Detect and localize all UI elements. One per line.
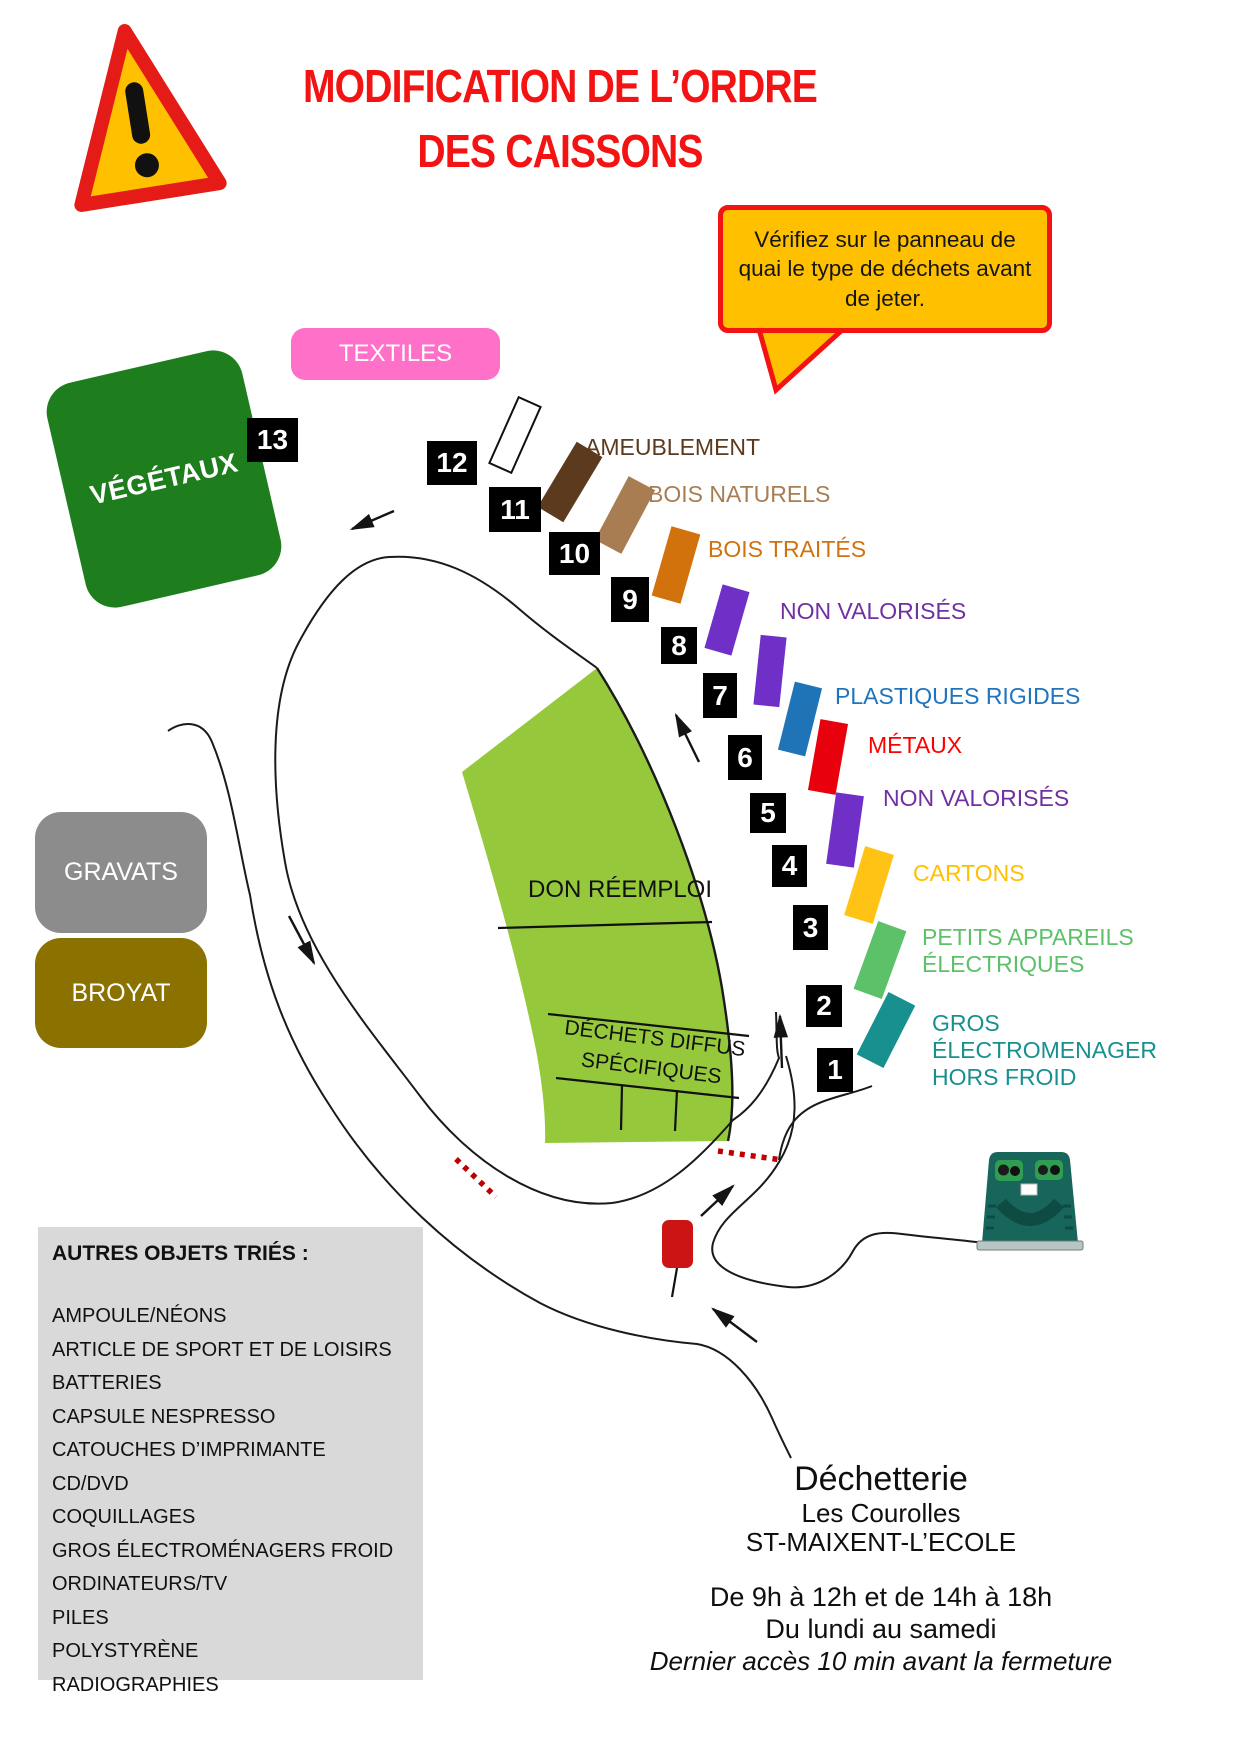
caisson-label-metaux: MÉTAUX bbox=[868, 732, 962, 759]
info-block: Déchetterie Les Courolles ST-MAIXENT-L’E… bbox=[556, 1460, 1206, 1677]
direction-arrows bbox=[287, 509, 789, 1343]
barrier-sign bbox=[662, 1220, 693, 1298]
quai-number-11: 11 bbox=[489, 487, 541, 532]
quai-exit-curve bbox=[778, 1085, 873, 1161]
platform-band bbox=[462, 668, 733, 1143]
caisson-label-line: BOIS NATURELS bbox=[648, 481, 831, 507]
list-item: ARTICLE DE SPORT ET DE LOISIRS bbox=[52, 1338, 392, 1361]
zone-don-reemploi-label: DON RÉEMPLOI bbox=[500, 876, 740, 904]
list-item: BATTERIES bbox=[52, 1372, 162, 1394]
list-item: CATOUCHES D’IMPRIMANTE bbox=[52, 1439, 326, 1461]
spacer bbox=[556, 1556, 1206, 1582]
facility-city: ST-MAIXENT-L’ECOLE bbox=[745, 1526, 1017, 1557]
zone-gravats: GRAVATS bbox=[35, 812, 207, 933]
list-item: RADIOGRAPHIES bbox=[52, 1673, 219, 1696]
page-title-line1: MODIFICATION DE L’ORDRE bbox=[302, 60, 818, 112]
zone-broyat-label: BROYAT bbox=[71, 978, 171, 1007]
quai-number-5: 5 bbox=[750, 793, 786, 833]
caisson-label-line: NON VALORISÉS bbox=[780, 598, 967, 624]
caisson-label-plastiques_rigides: PLASTIQUES RIGIDES bbox=[835, 683, 1080, 710]
glass-container-icon bbox=[976, 1152, 1084, 1251]
zone-broyat: BROYAT bbox=[35, 938, 207, 1048]
caisson-label-line: PLASTIQUES RIGIDES bbox=[835, 683, 1081, 709]
caisson-label-line: MÉTAUX bbox=[868, 732, 963, 758]
quai-number-8: 8 bbox=[661, 627, 697, 664]
caisson-label-line: GROS bbox=[932, 1010, 1000, 1036]
zone-vegetaux-label: VÉGÉTAUX bbox=[87, 446, 241, 511]
quai-number-6: 6 bbox=[728, 735, 762, 780]
quai-number-12: 12 bbox=[427, 441, 477, 485]
zone-gravats-label: GRAVATS bbox=[64, 858, 178, 886]
list-item: CAPSULE NESPRESSO bbox=[52, 1405, 276, 1428]
don-reemploi-text: DON RÉEMPLOI bbox=[527, 876, 713, 903]
quai-number-13: 13 bbox=[247, 418, 298, 462]
caisson-label-line: ÉLECTRIQUES bbox=[922, 951, 1085, 977]
caisson-label-non_valorises_2: NON VALORISÉS bbox=[883, 785, 1069, 812]
list-item: POLYSTYRÈNE bbox=[52, 1640, 199, 1662]
zone-textiles: TEXTILES bbox=[291, 328, 500, 380]
list-item: CD/DVD bbox=[52, 1472, 129, 1495]
list-item: ORDINATEURS/TV bbox=[52, 1573, 228, 1595]
caisson-label-cartons: CARTONS bbox=[913, 860, 1025, 887]
caisson-label-line: HORS FROID bbox=[932, 1064, 1077, 1090]
warning-triangle-icon bbox=[74, 24, 227, 212]
platform-dividers bbox=[497, 920, 750, 1132]
red-dotted-gates bbox=[454, 1148, 783, 1199]
quai-number-10: 10 bbox=[549, 532, 600, 575]
loop-road-line bbox=[274, 555, 781, 1205]
zone-textiles-label: TEXTILES bbox=[338, 340, 453, 367]
caisson-label-line: PETITS APPAREILS bbox=[922, 924, 1134, 950]
page-title-line2: DES CAISSONS bbox=[417, 125, 703, 178]
facility-place: Les Courolles bbox=[801, 1498, 961, 1528]
quai-number-7: 7 bbox=[703, 673, 737, 718]
caisson-label-bois_naturels: BOIS NATURELS bbox=[648, 481, 830, 508]
caisson-label-ameublement: AMEUBLEMENT bbox=[585, 434, 760, 461]
opening-hours: De 9h à 12h et de 14h à 18h bbox=[709, 1582, 1053, 1613]
quai-number-9: 9 bbox=[611, 577, 649, 622]
other-items-title: AUTRES OBJETS TRIÉS : bbox=[52, 1242, 309, 1265]
quai-number-4: 4 bbox=[772, 845, 807, 887]
outer-road-line bbox=[167, 723, 792, 1459]
callout-text: Vérifiez sur le panneau de quai le type … bbox=[738, 227, 1032, 311]
exit-road-line bbox=[711, 1055, 985, 1289]
list-item: PILES bbox=[52, 1606, 109, 1629]
caisson-label-line: NON VALORISÉS bbox=[883, 785, 1070, 811]
list-item: COQUILLAGES bbox=[52, 1506, 196, 1528]
callout-bubble: Vérifiez sur le panneau de quai le type … bbox=[718, 205, 1052, 333]
caisson-label-line: CARTONS bbox=[913, 860, 1025, 886]
caisson-label-line: AMEUBLEMENT bbox=[585, 434, 761, 460]
caisson-label-bois_traites: BOIS TRAITÉS bbox=[708, 536, 866, 563]
list-item: GROS ÉLECTROMÉNAGERS FROID bbox=[52, 1539, 394, 1562]
caisson-label-non_valorises_1: NON VALORISÉS bbox=[780, 598, 966, 625]
quai-number-3: 3 bbox=[793, 905, 828, 950]
caisson-label-line: ÉLECTROMENAGER bbox=[932, 1037, 1157, 1063]
quai-number-2: 2 bbox=[806, 985, 842, 1027]
page-title: MODIFICATION DE L’ORDRE DES CAISSONS bbox=[292, 54, 828, 185]
quai-number-1: 1 bbox=[817, 1048, 853, 1092]
last-access-note: Dernier accès 10 min avant la fermeture bbox=[649, 1645, 1113, 1676]
facility-name: Déchetterie bbox=[794, 1460, 968, 1498]
list-item: AMPOULE/NÉONS bbox=[52, 1305, 227, 1327]
opening-days: Du lundi au samedi bbox=[765, 1614, 997, 1645]
other-items-box: AUTRES OBJETS TRIÉS : AMPOULE/NÉONS ARTIC… bbox=[38, 1227, 423, 1696]
other-items-list: AMPOULE/NÉONS ARTICLE DE SPORT ET DE LOIS… bbox=[52, 1300, 409, 1702]
caisson-label-line: BOIS TRAITÉS bbox=[708, 536, 867, 562]
